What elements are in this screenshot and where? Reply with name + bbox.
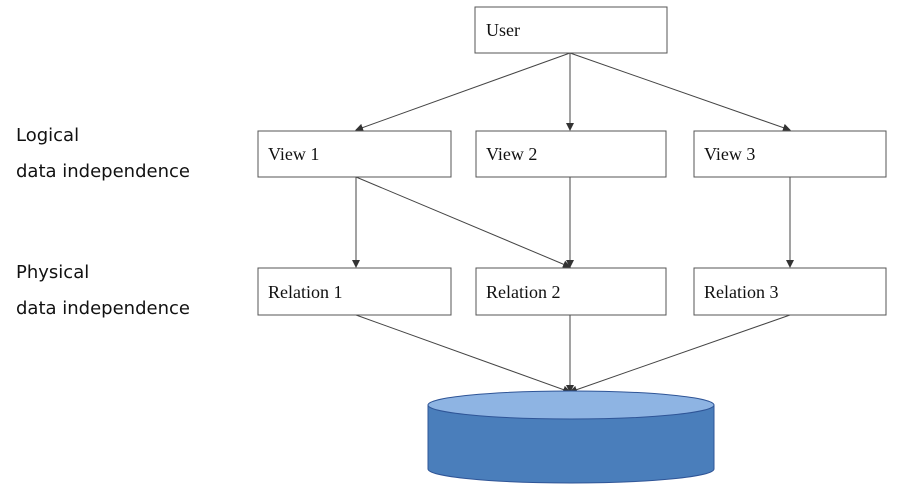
database-cylinder-icon	[427, 390, 715, 484]
physical-label-line2: data independence	[16, 298, 190, 319]
logical-data-independence-label: Logical data independence	[16, 125, 190, 182]
relation-2-label: Relation 2	[486, 282, 561, 302]
view-node-2: View 2	[475, 130, 667, 178]
relation-node-3: Relation 3	[693, 267, 887, 316]
edge-user-view3	[569, 52, 791, 132]
view-2-label: View 2	[486, 144, 537, 164]
physical-label-line1: Physical	[16, 262, 89, 283]
relation-node-1: Relation 1	[257, 267, 452, 316]
logical-label-line2: data independence	[16, 161, 190, 182]
relation-node-2: Relation 2	[475, 267, 667, 316]
view-3-label: View 3	[704, 144, 755, 164]
relation-3-label: Relation 3	[704, 282, 779, 302]
edge-view1-relation2	[355, 176, 571, 268]
view-node-1: View 1	[257, 130, 452, 178]
view-1-label: View 1	[268, 144, 319, 164]
edge-relation3-database	[569, 314, 791, 394]
edge-user-view1	[355, 52, 571, 132]
user-node: User	[474, 6, 668, 54]
physical-data-independence-label: Physical data independence	[16, 262, 190, 319]
relation-1-label: Relation 1	[268, 282, 343, 302]
database-top	[427, 390, 715, 420]
logical-label-line1: Logical	[16, 125, 79, 146]
user-label: User	[486, 20, 520, 40]
database-body	[427, 404, 715, 484]
view-node-3: View 3	[693, 130, 887, 178]
edge-relation1-database	[355, 314, 571, 394]
